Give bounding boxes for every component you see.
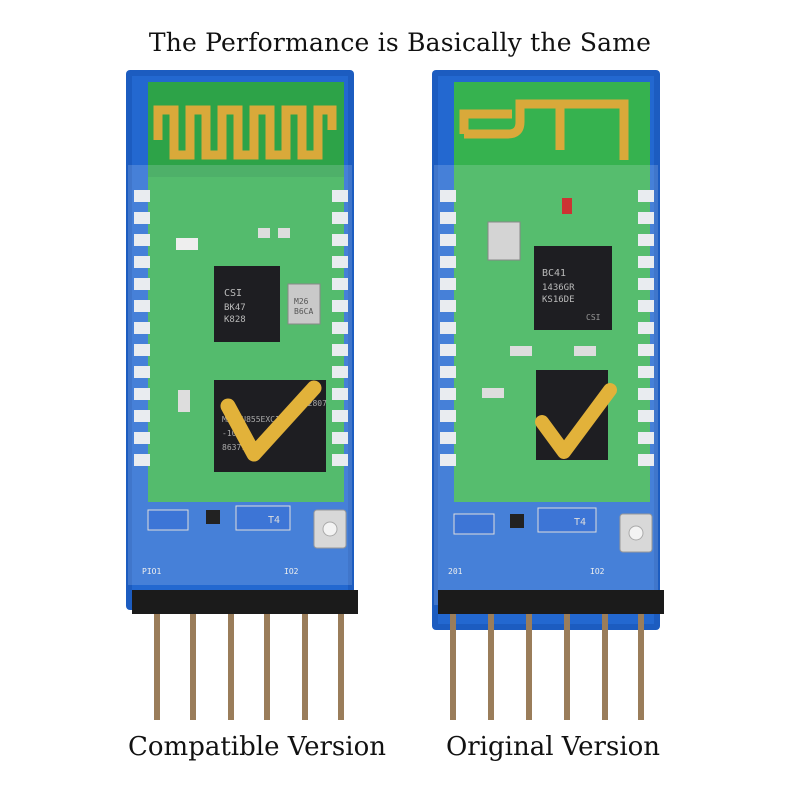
svg-text:T4: T4 [574,517,586,528]
main-bluetooth-chip [214,266,280,342]
crystal-oscillator [487,221,521,261]
right-side-pads [638,190,654,466]
original-version-caption: Original Version [445,732,661,762]
svg-text:IO2: IO2 [590,567,605,576]
meander-antenna [153,105,337,160]
svg-text:1436GR: 1436GR [542,283,575,293]
pin-header-housing [438,590,664,614]
page-title: The Performance is Basically the Same [148,28,652,57]
left-side-pads [440,190,456,466]
trace-antenna [459,99,629,160]
original-bluetooth-module-image: BC41 1436GR KS16DE CSI T4 201 IO2 [432,70,664,720]
pin-header-housing [132,590,358,614]
svg-text:B6CA: B6CA [294,307,313,316]
svg-text:201: 201 [448,567,463,576]
svg-text:PIO1: PIO1 [142,567,161,576]
svg-text:MX25U855EXC1: MX25U855EXC1 [222,415,280,424]
svg-text:BK47: BK47 [224,303,246,313]
compatible-version-caption: Compatible Version [128,732,386,762]
compatible-bluetooth-module-image: CSI BK47 K828 M26 B6CA 152807 MX25U855EX… [126,70,358,720]
crystal-oscillator [287,283,321,325]
check-mark-icon [220,380,322,462]
main-bluetooth-chip [534,246,612,330]
left-side-pads [134,190,150,466]
svg-text:M26: M26 [294,297,309,306]
right-side-pads [332,190,348,466]
svg-text:CSI: CSI [224,288,242,299]
check-mark-icon [535,383,617,459]
svg-text:IO2: IO2 [284,567,299,576]
svg-text:8637766: 8637766 [222,443,256,452]
svg-text:KS16DE: KS16DE [542,295,575,305]
svg-text:CSI: CSI [586,313,601,322]
svg-text:-10G: -10G [222,429,241,438]
svg-text:152807: 152807 [298,399,327,408]
svg-text:BC41: BC41 [542,268,566,279]
svg-text:T4: T4 [268,515,280,526]
header-pins [154,614,344,720]
header-pins [450,614,644,720]
svg-text:K828: K828 [224,315,246,325]
